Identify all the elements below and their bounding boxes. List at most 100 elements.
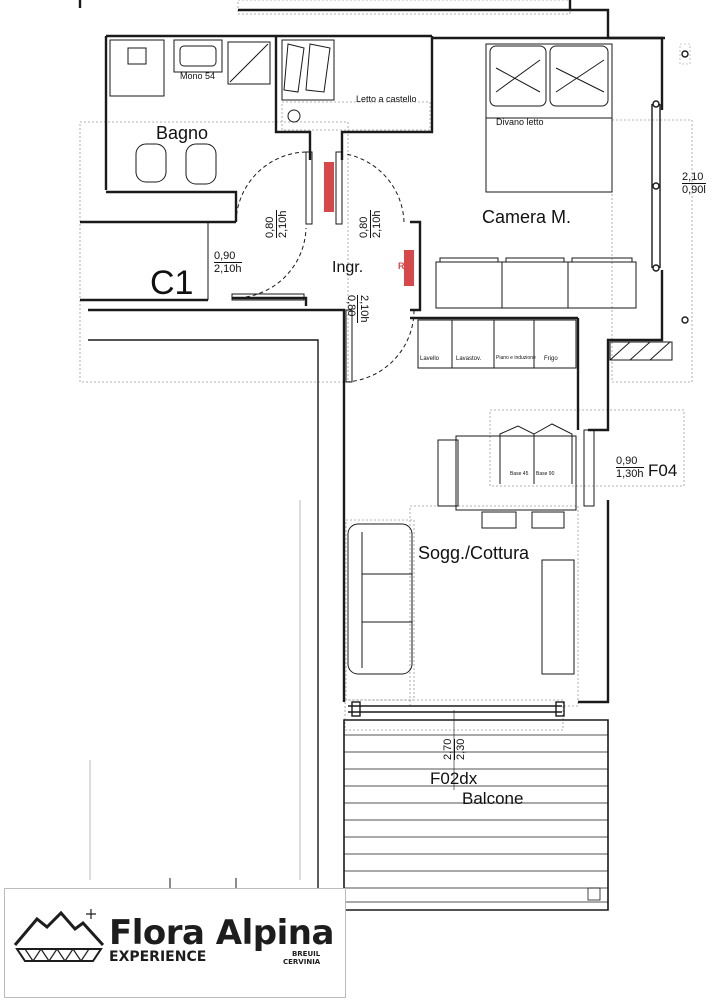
balcony-window-dimension: 2,70 2,30 [442, 738, 467, 760]
wall-bunk [340, 36, 434, 160]
wall-bedroom-left [410, 220, 422, 312]
dim-height: 2,10h [371, 210, 383, 238]
sink-label: Mono 54 [180, 71, 216, 81]
c1-door-dimension: 0,90 2,10h [214, 250, 242, 275]
pillow-icon [305, 43, 331, 93]
location-line-2: CERVINIA [283, 958, 321, 966]
bunk-bed-label: Letto a castello [356, 94, 417, 104]
bunk-door-dimension: 0,80 2,10h [358, 210, 383, 238]
kitchen-unit-label: Lavello [420, 356, 440, 362]
door-mark [324, 162, 334, 212]
wall-top-right [570, 8, 665, 40]
wall-living-right-a [588, 382, 610, 432]
cushion-cross [555, 59, 605, 93]
room-outline-living [409, 505, 579, 707]
kitchen-unit-label: Lavastov. [456, 356, 482, 362]
wall-bedroom-right [606, 270, 664, 382]
room-outline-bunk [281, 101, 431, 131]
shower-tray [109, 39, 165, 97]
pillow-left [489, 45, 547, 107]
cushion-cross [495, 59, 541, 93]
dim-width: 0,80 [358, 210, 371, 238]
bin-icon [287, 109, 301, 123]
room-outline-f04 [489, 409, 685, 487]
wall-lower [88, 308, 346, 382]
room-label-entrance: Ingr. [332, 259, 364, 276]
top-outline [237, 0, 571, 15]
c1-door-swing [231, 227, 307, 299]
dim-width: 0,80 [345, 295, 357, 317]
dim-height: 2,10h [277, 210, 289, 238]
storage-boxes [609, 341, 673, 361]
door-mark [404, 250, 414, 286]
location-line-1: BREUIL [291, 950, 321, 958]
brand-name: Flora Alpina [109, 913, 334, 953]
window-code-f04: F04 [648, 461, 678, 480]
dim-width: 0,90 [616, 455, 644, 468]
dim-width: 0,80 [264, 210, 277, 238]
toilet-icon [135, 143, 167, 183]
room-label-bedroom: Camera M. [482, 207, 572, 227]
kitchen-counter [417, 319, 577, 369]
sink-basin [179, 45, 217, 67]
chair-icon [531, 511, 565, 529]
balcony-outline [343, 719, 609, 911]
base-unit-label: Base 90 [536, 471, 555, 477]
pillow-icon [283, 43, 305, 93]
island-side [437, 439, 459, 507]
dim-width: 2,70 [442, 738, 455, 760]
balcony-slats [344, 734, 608, 903]
bunk-door-swing [345, 153, 405, 223]
pillow-right [549, 45, 609, 107]
room-outline-bathroom [79, 121, 349, 383]
wall-top [238, 0, 572, 12]
bedroom-window-dimension: 2,10 0,90l [682, 171, 706, 196]
dim-height: 1,30h [616, 468, 644, 480]
balcony-drain [587, 887, 601, 901]
door-mark-label: R [398, 261, 405, 271]
wardrobe-icon [435, 261, 637, 309]
shower-drain-icon [127, 47, 147, 65]
wall-entrance-bottom [232, 296, 308, 306]
sofa-bed-label: Divano letto [496, 117, 544, 127]
room-label-living: Sogg./Cottura [418, 543, 530, 563]
kitchen-island [455, 435, 577, 511]
wall-living-right-b [578, 500, 610, 704]
room-label-bathroom: Bagno [156, 123, 209, 143]
logo-box: Flora Alpina EXPERIENCE BREUIL CERVINIA [4, 888, 346, 998]
bar-stool-icon [499, 423, 573, 484]
tv-cabinet-icon [541, 559, 575, 675]
sink-icon [173, 39, 223, 73]
brand-location: BREUIL CERVINIA [283, 950, 320, 966]
dim-width: 2,10 [682, 171, 706, 184]
wall-stair [88, 339, 319, 890]
wall-bath-right [274, 36, 312, 160]
dim-height: 2,10h [214, 263, 242, 275]
bidet-icon [185, 143, 217, 185]
window-code-f02dx: F02dx [430, 769, 478, 788]
room-label-c1: C1 [150, 264, 194, 302]
window-f04-frame [583, 429, 595, 507]
f04-dimension: 0,90 1,30h [616, 455, 644, 480]
kitchen-unit-label: Piano e induzione [496, 355, 536, 361]
marker-circle [681, 316, 689, 324]
sofa-icon [347, 523, 413, 675]
marker-circle [681, 50, 689, 58]
mountain-logo-icon [13, 909, 105, 963]
washing-machine-icon [227, 41, 271, 85]
sofa-outline [345, 519, 415, 701]
dim-height: 2,30 [455, 738, 467, 760]
bathroom-door-dimension: 0,80 2,10h [264, 210, 289, 238]
wall-bath-bottom [106, 190, 238, 222]
brand-subtitle: EXPERIENCE [109, 949, 207, 965]
entrance-door-dimension: 2,10h 0,80 [345, 295, 370, 323]
room-label-balcony: Balcone [462, 789, 524, 808]
dim-height: 2,10h [357, 295, 370, 323]
dim-width: 0,90 [214, 250, 242, 263]
dim-height: 0,90l [682, 184, 706, 196]
chair-icon [481, 511, 517, 529]
wall-bedroom-top [432, 36, 664, 110]
kitchen-unit-label: Frigo [544, 356, 558, 362]
bunk-bed-icon [281, 39, 335, 101]
